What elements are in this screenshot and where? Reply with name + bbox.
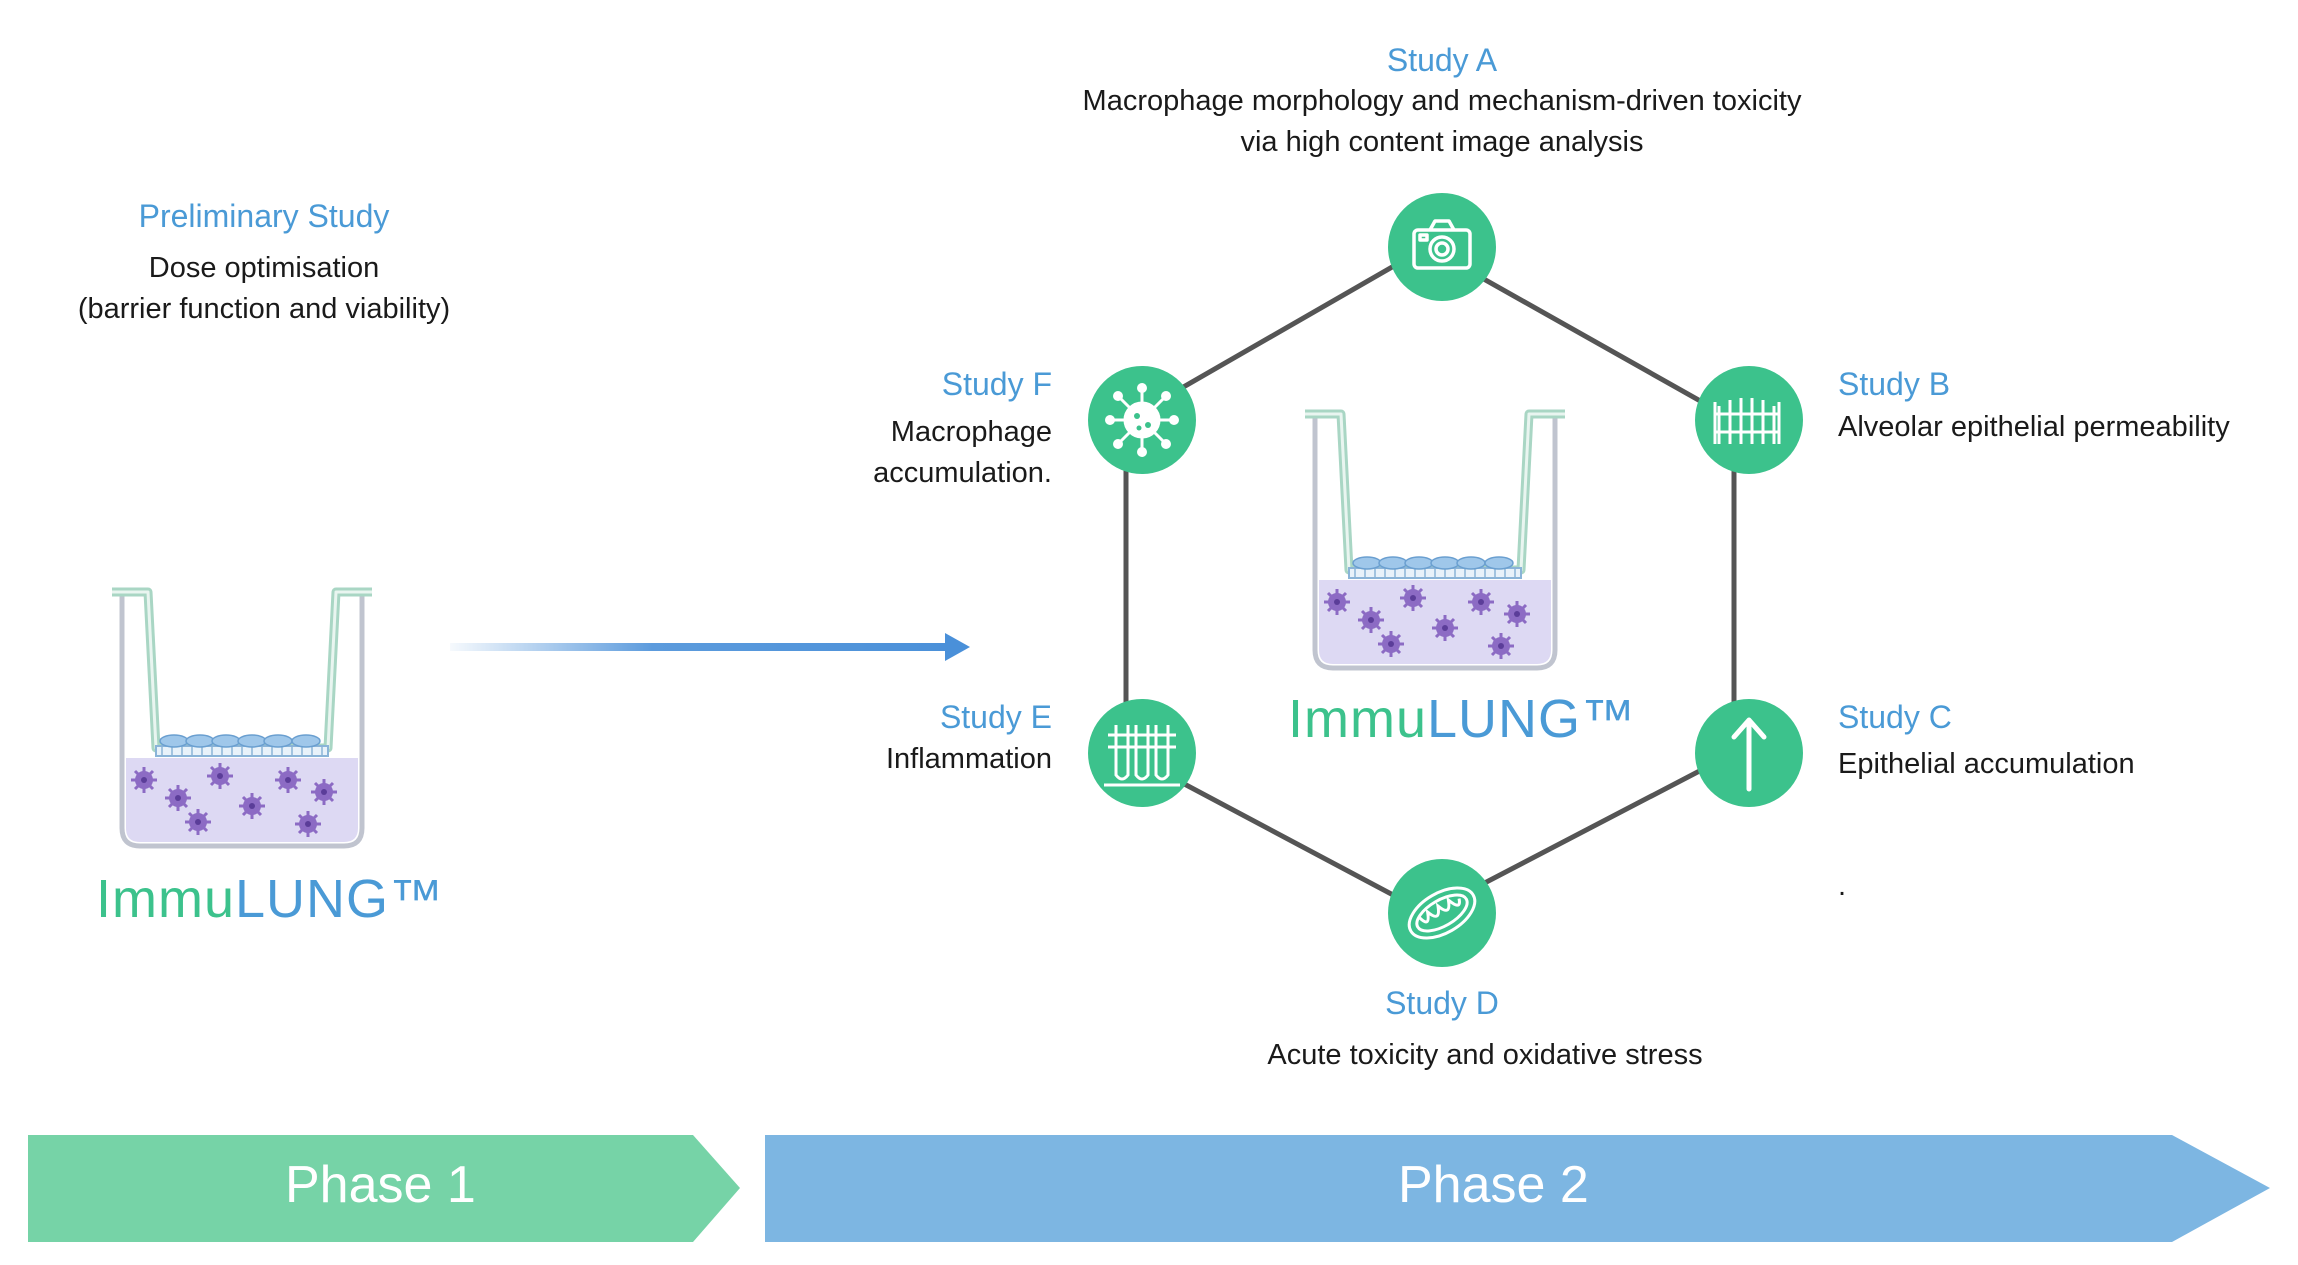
study-c-node — [1695, 699, 1803, 807]
brand-part1: Immu — [1288, 689, 1427, 749]
study-b-node — [1695, 366, 1803, 474]
study-f-line1: Macrophage — [890, 416, 1052, 448]
phase2-banner — [765, 1135, 2270, 1242]
virus-icon — [1105, 383, 1179, 457]
phase1-label: Phase 1 — [285, 1156, 476, 1214]
brand-part2: LUNG — [1427, 689, 1582, 749]
arrow-up-icon — [1731, 717, 1767, 792]
study-a-title: Study A — [1386, 42, 1498, 78]
test-tubes-icon — [1104, 725, 1180, 787]
study-d-line1: Acute toxicity and oxidative stress — [1267, 1039, 1703, 1071]
study-d-node — [1388, 859, 1496, 967]
phase2-label: Phase 2 — [1398, 1156, 1589, 1214]
preliminary-study-line1: Dose optimisation — [148, 252, 380, 284]
study-a-line2: via high content image analysis — [1240, 126, 1644, 158]
camera-icon — [1412, 219, 1472, 270]
transwell-illustration-phase2 — [1305, 414, 1565, 668]
study-b-line1: Alveolar epithelial permeability — [1838, 411, 2230, 443]
study-c-line1: Epithelial accumulation — [1838, 748, 2135, 780]
brand-tm: ™ — [1581, 689, 1637, 749]
immulung-label-phase2: ImmuLUNG™ — [1288, 688, 1636, 750]
study-f-title: Study F — [941, 366, 1052, 402]
study-f-line2: accumulation. — [873, 457, 1052, 489]
study-c-line2: . — [1838, 870, 1847, 902]
study-f-node — [1088, 366, 1196, 474]
brand-tm: ™ — [389, 869, 445, 929]
preliminary-study-title: Preliminary Study — [138, 198, 390, 234]
study-d-title: Study D — [1385, 985, 1499, 1021]
immulung-label-phase1: ImmuLUNG™ — [96, 868, 444, 930]
study-e-node — [1088, 699, 1196, 807]
study-e-title: Study E — [939, 699, 1052, 735]
study-c-title: Study C — [1838, 699, 1952, 735]
mitochondria-icon — [1407, 886, 1477, 940]
fence-icon — [1713, 398, 1781, 444]
transition-arrow — [450, 633, 970, 661]
study-e-line1: Inflammation — [885, 743, 1052, 775]
phase1-banner — [28, 1135, 740, 1242]
study-a-line1: Macrophage morphology and mechanism-driv… — [1082, 85, 1802, 117]
study-a-node — [1388, 193, 1496, 301]
brand-part1: Immu — [96, 869, 235, 929]
preliminary-study-line2: (barrier function and viability) — [77, 293, 451, 325]
transwell-illustration-phase1 — [112, 592, 372, 846]
brand-part2: LUNG — [235, 869, 390, 929]
study-b-title: Study B — [1838, 366, 1951, 402]
